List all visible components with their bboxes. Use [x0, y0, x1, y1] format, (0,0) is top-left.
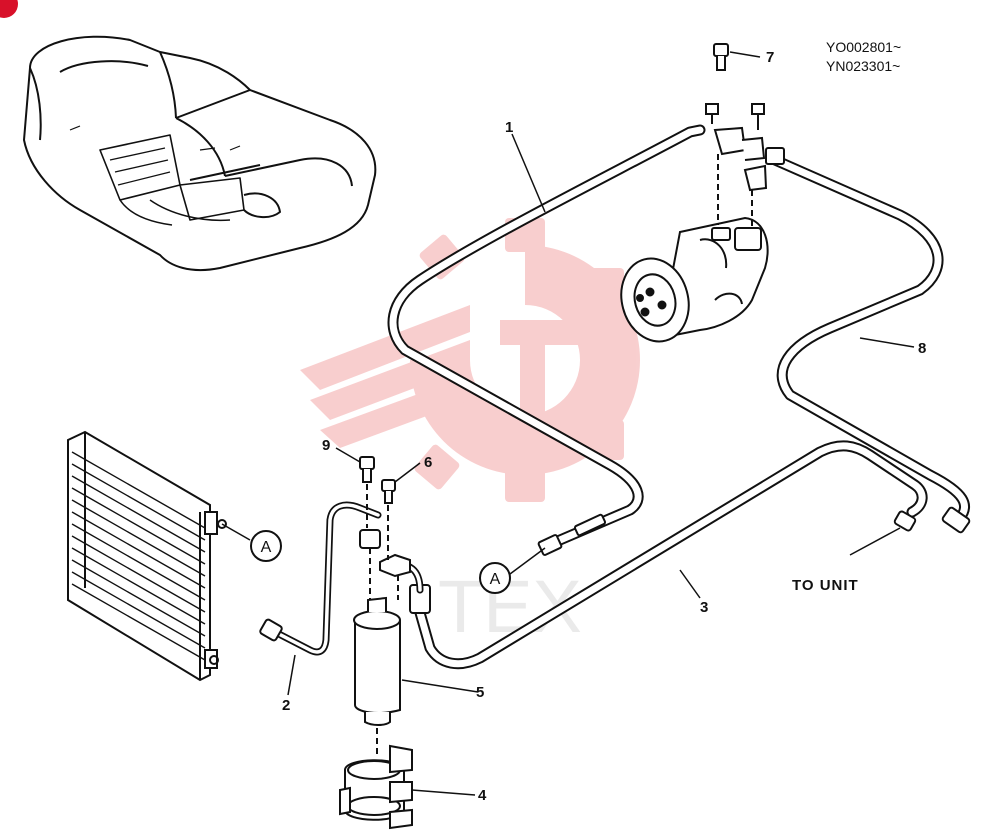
pipe-part-2	[259, 501, 382, 656]
label-part-3: 3	[700, 599, 708, 616]
label-part-5: 5	[476, 684, 484, 701]
watermark-logo: TEX	[300, 218, 640, 648]
bolt-part-7	[713, 43, 729, 71]
receiver-dryer-part-5	[353, 529, 411, 726]
hose-part-1	[387, 124, 706, 556]
label-part-8: 8	[918, 340, 926, 357]
callout-a-condenser-letter: A	[261, 539, 272, 556]
hose-part-8	[765, 147, 971, 534]
label-part-9: 9	[322, 437, 330, 454]
condenser	[67, 430, 227, 682]
label-part-6: 6	[424, 454, 432, 471]
compressor	[620, 216, 769, 343]
serial-range-2: YN023301~	[826, 58, 900, 74]
serial-range-1: YO002801~	[826, 39, 901, 55]
bolt-part-6	[381, 479, 396, 560]
label-part-1: 1	[505, 119, 513, 136]
callout-a-condenser: A	[221, 523, 282, 562]
corner-badge	[0, 0, 18, 18]
label-part-4: 4	[478, 787, 487, 804]
callout-a-hose-letter: A	[490, 571, 501, 588]
machine-overview	[23, 35, 377, 272]
label-part-7: 7	[766, 49, 774, 66]
label-part-2: 2	[282, 697, 290, 714]
compressor-fittings	[705, 103, 768, 226]
to-unit-note: TO UNIT	[792, 577, 859, 594]
bolt-part-9	[359, 456, 375, 528]
callout-a-hose: A	[479, 547, 546, 594]
leader-lines	[287, 51, 915, 796]
bracket-part-4	[339, 744, 413, 830]
